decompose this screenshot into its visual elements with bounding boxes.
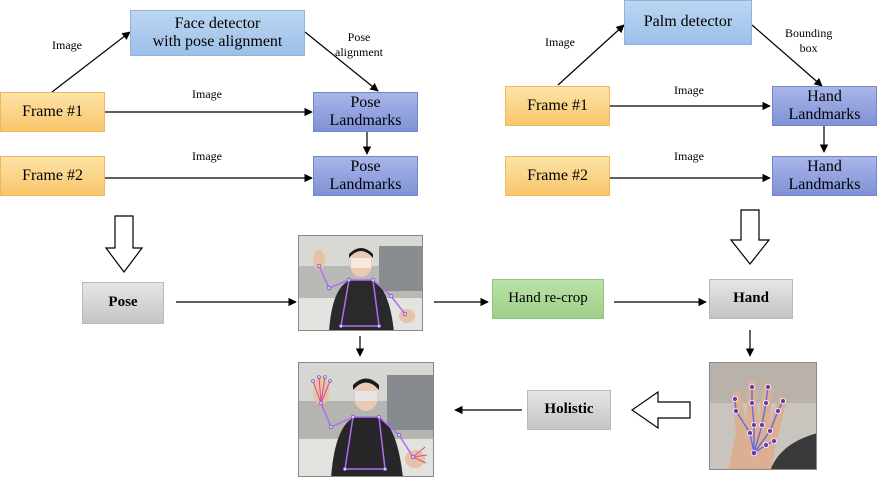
left-label-image-2: Image bbox=[192, 149, 222, 163]
hollow-arrow-to-holistic bbox=[630, 390, 691, 430]
pose-estimation-photo bbox=[298, 235, 423, 331]
palm-detector-box: Palm detector bbox=[624, 0, 752, 45]
arrow-palm-detector-to-hand-landmarks bbox=[751, 24, 823, 87]
hand-recrop-box: Hand re-crop bbox=[492, 279, 604, 319]
face-detector-box: Face detector with pose alignment bbox=[130, 10, 305, 56]
arrow-frame1-to-face-detector bbox=[51, 31, 131, 93]
pose-landmarks-2-line2: Landmarks bbox=[329, 176, 402, 193]
right-label-image-2: Image bbox=[674, 149, 704, 163]
right-label-image-up: Image bbox=[545, 35, 575, 49]
arrow-face-detector-to-pose-landmarks bbox=[304, 31, 379, 92]
hand-stage-box: Hand bbox=[709, 279, 793, 319]
right-label-image-1: Image bbox=[674, 83, 704, 97]
hand-landmarks-1-line2: Landmarks bbox=[788, 106, 861, 123]
alignment-line1: Pose bbox=[347, 30, 371, 44]
palm-detector-label: Palm detector bbox=[643, 13, 733, 31]
hand-landmarks-box-2: Hand Landmarks bbox=[772, 156, 877, 196]
face-detector-line1: Face detector bbox=[174, 14, 261, 32]
hand-landmarks-1-line1: Hand bbox=[807, 87, 842, 105]
alignment-line2: alignment bbox=[335, 45, 383, 59]
pose-landmarks-2-line1: Pose bbox=[350, 157, 381, 175]
holistic-stage-box: Holistic bbox=[527, 390, 611, 430]
holistic-stage-label: Holistic bbox=[544, 401, 594, 418]
hand-recrop-label: Hand re-crop bbox=[508, 290, 588, 307]
left-label-image-up: Image bbox=[52, 38, 82, 52]
left-label-alignment: Pose alignment bbox=[335, 30, 383, 60]
pose-landmarks-box-2: Pose Landmarks bbox=[313, 156, 418, 196]
hollow-arrow-left-down bbox=[104, 215, 144, 273]
left-frame1-label: Frame #1 bbox=[22, 102, 83, 120]
pose-landmarks-1-line2: Landmarks bbox=[329, 112, 402, 129]
left-frame2-box: Frame #2 bbox=[0, 156, 105, 196]
right-frame1-box: Frame #1 bbox=[505, 86, 610, 126]
pose-landmarks-1-line1: Pose bbox=[350, 93, 381, 111]
right-frame2-box: Frame #2 bbox=[505, 156, 610, 196]
pose-stage-label: Pose bbox=[108, 294, 138, 311]
hand-stage-label: Hand bbox=[733, 290, 769, 307]
left-label-image-1: Image bbox=[192, 87, 222, 101]
hand-landmarks-2-line2: Landmarks bbox=[788, 176, 861, 193]
face-detector-line2: with pose alignment bbox=[152, 33, 283, 50]
pose-landmarks-box-1: Pose Landmarks bbox=[313, 92, 418, 132]
bbox-line2: box bbox=[799, 41, 818, 55]
hand-landmarks-box-1: Hand Landmarks bbox=[772, 86, 877, 126]
hand-landmarks-photo bbox=[709, 362, 817, 470]
right-frame2-label: Frame #2 bbox=[527, 166, 588, 184]
bbox-line1: Bounding bbox=[785, 26, 833, 40]
left-frame1-box: Frame #1 bbox=[0, 92, 105, 132]
left-frame2-label: Frame #2 bbox=[22, 166, 83, 184]
pose-stage-box: Pose bbox=[82, 282, 164, 324]
hand-landmarks-2-line1: Hand bbox=[807, 157, 842, 175]
arrow-frame1-to-palm-detector bbox=[557, 24, 625, 86]
hollow-arrow-right-down bbox=[729, 209, 771, 265]
holistic-result-photo bbox=[298, 362, 434, 477]
right-label-bbox: Bounding box bbox=[785, 26, 832, 56]
right-frame1-label: Frame #1 bbox=[527, 96, 588, 114]
